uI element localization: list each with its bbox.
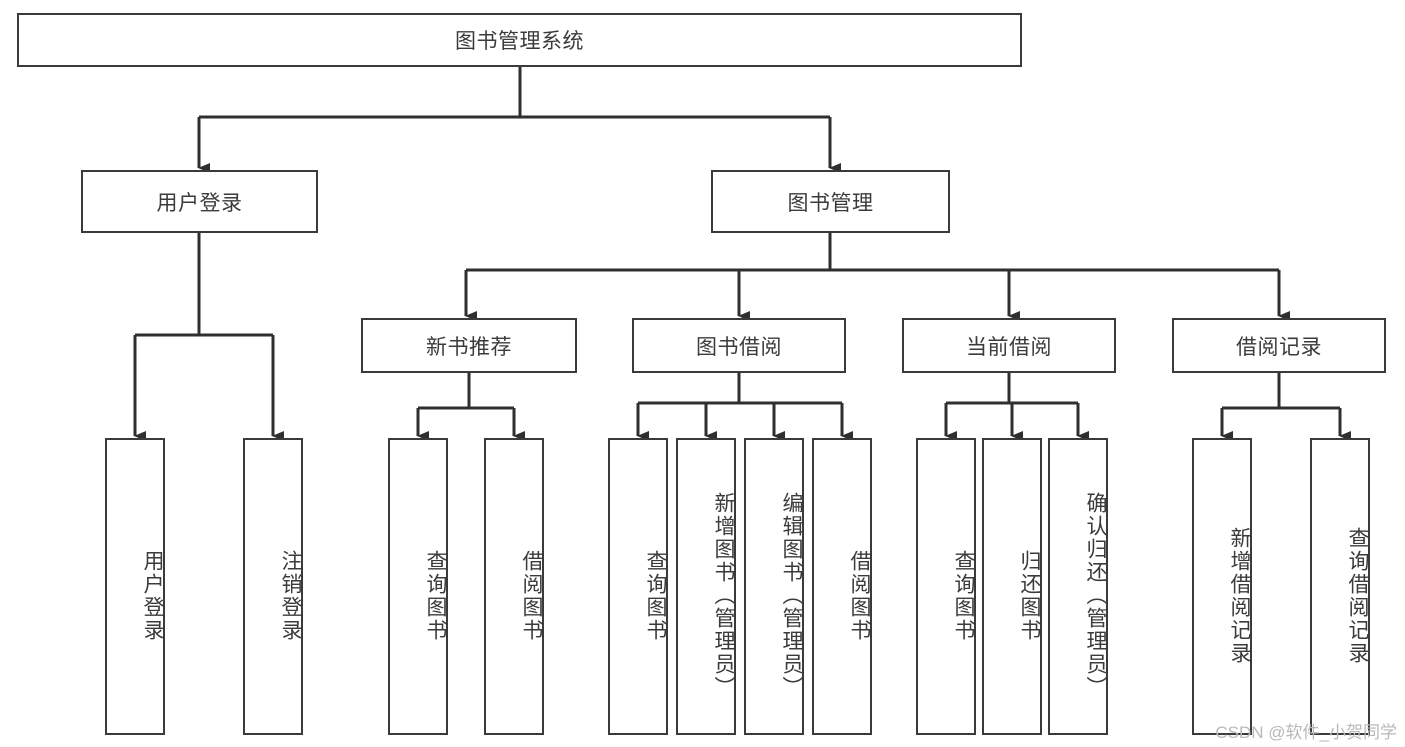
leaf-node: 注销登录	[243, 438, 303, 735]
leaf-node: 归还图书	[982, 438, 1042, 735]
node-label: 借阅图书	[848, 549, 871, 642]
node-label: 查询图书	[644, 549, 667, 642]
node-label: 用户登录	[156, 191, 243, 215]
level3-node: 当前借阅	[902, 318, 1116, 373]
level3-node: 借阅记录	[1172, 318, 1386, 373]
leaf-node: 借阅图书	[812, 438, 872, 735]
node-label: 当前借阅	[966, 335, 1052, 359]
node-label: 确认归还（管理员）	[1084, 492, 1107, 699]
leaf-node: 确认归还（管理员）	[1048, 438, 1108, 735]
leaf-node: 查询图书	[916, 438, 976, 735]
leaf-node: 新增借阅记录	[1192, 438, 1252, 735]
leaf-node: 查询借阅记录	[1310, 438, 1370, 735]
leaf-node: 借阅图书	[484, 438, 544, 735]
leaf-node: 查询图书	[388, 438, 448, 735]
node-label: 图书借阅	[696, 335, 782, 359]
node-label: 图书管理	[787, 191, 874, 215]
root-node: 图书管理系统	[17, 13, 1022, 67]
leaf-node: 用户登录	[105, 438, 165, 735]
level2-node: 用户登录	[81, 170, 318, 233]
csdn-watermark: CSDN @软件_小贺同学	[1215, 723, 1397, 742]
node-label: 编辑图书（管理员）	[780, 492, 803, 699]
node-label: 查询图书	[424, 549, 447, 642]
node-label: 查询借阅记录	[1346, 526, 1369, 665]
node-label: 注销登录	[279, 549, 302, 642]
level2-node: 图书管理	[711, 170, 950, 233]
node-label: 新增借阅记录	[1228, 526, 1251, 665]
level3-node: 图书借阅	[632, 318, 846, 373]
node-label: 用户登录	[141, 549, 164, 642]
node-label: 查询图书	[952, 549, 975, 642]
leaf-node: 新增图书（管理员）	[676, 438, 736, 735]
node-label: 图书管理系统	[455, 30, 584, 53]
node-label: 借阅记录	[1236, 335, 1322, 359]
node-label: 新增图书（管理员）	[712, 492, 735, 699]
level3-node: 新书推荐	[361, 318, 577, 373]
node-label: 新书推荐	[426, 335, 512, 359]
node-label: 借阅图书	[520, 549, 543, 642]
node-label: 归还图书	[1018, 549, 1041, 642]
leaf-node: 查询图书	[608, 438, 668, 735]
leaf-node: 编辑图书（管理员）	[744, 438, 804, 735]
